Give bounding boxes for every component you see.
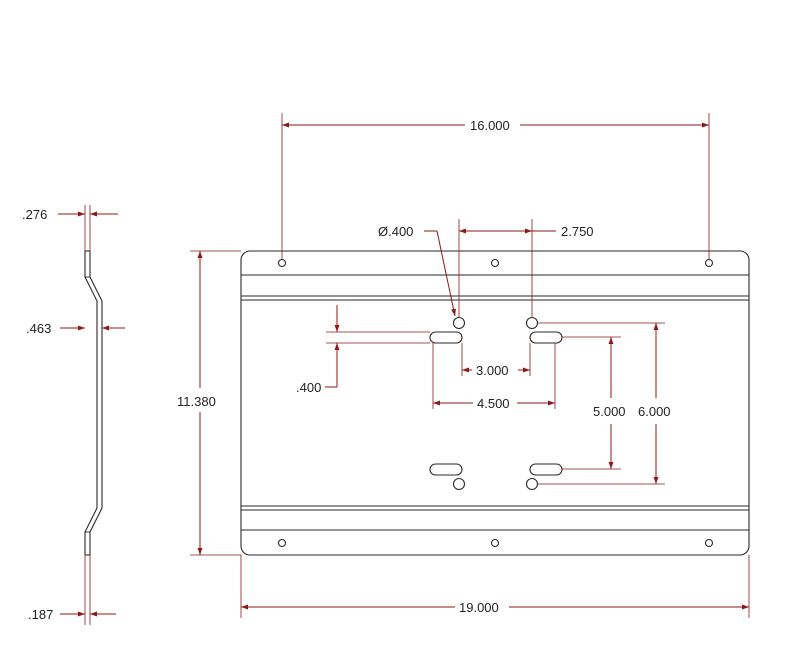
dim-text-5000: 5.000 bbox=[593, 404, 626, 419]
dimension-slot-inner: 3.000 bbox=[461, 343, 531, 378]
dim-text-2750: 2.750 bbox=[561, 224, 594, 239]
dimension-hole-offset: 2.750 bbox=[458, 219, 594, 317]
vesa-hole bbox=[452, 477, 466, 491]
dimension-side-offset: .463 bbox=[26, 321, 125, 336]
dim-text-19: 19.000 bbox=[459, 600, 499, 615]
side-view bbox=[84, 205, 103, 625]
dim-text-3000: 3.000 bbox=[476, 363, 509, 378]
mounting-hole bbox=[704, 258, 714, 268]
dimension-slot-outer: 4.500 bbox=[432, 343, 556, 411]
dim-text-11380: 11.380 bbox=[177, 394, 216, 409]
dimension-vertical-slot: 5.000 bbox=[562, 336, 630, 470]
dimension-vertical-hole: 6.000 bbox=[537, 322, 675, 485]
dimension-overall-height: 11.380 bbox=[177, 250, 241, 556]
dim-text-6000: 6.000 bbox=[638, 404, 671, 419]
slot bbox=[429, 331, 463, 344]
mounting-hole bbox=[277, 258, 287, 268]
dimension-overall-width: 19.000 bbox=[240, 555, 750, 618]
slot bbox=[529, 463, 563, 476]
dim-text-side-top: .276 bbox=[22, 207, 47, 222]
mounting-hole bbox=[490, 258, 500, 268]
dim-text-hole-diameter: Ø.400 bbox=[378, 224, 413, 239]
dimension-side-top-thickness: .276 bbox=[22, 207, 118, 222]
slot bbox=[429, 463, 463, 476]
dim-text-4500: 4.500 bbox=[477, 396, 510, 411]
mounting-hole bbox=[704, 538, 714, 548]
dimension-slot-width: .400 bbox=[296, 305, 430, 395]
dim-text-side-offset: .463 bbox=[26, 321, 51, 336]
front-view bbox=[240, 250, 750, 556]
vesa-hole bbox=[452, 316, 466, 330]
dim-text-side-bottom: .187 bbox=[28, 607, 53, 622]
vesa-hole bbox=[525, 316, 539, 330]
slot bbox=[529, 331, 563, 344]
dim-text-slot-width: .400 bbox=[296, 380, 321, 395]
vesa-hole bbox=[525, 477, 539, 491]
dim-text-16: 16.000 bbox=[470, 118, 510, 133]
dimension-hole-diameter: Ø.400 bbox=[378, 224, 456, 317]
dimension-side-bottom-thickness: .187 bbox=[28, 607, 116, 622]
dimension-top-hole-spacing: 16.000 bbox=[281, 113, 710, 259]
mounting-hole bbox=[277, 538, 287, 548]
mounting-hole bbox=[490, 538, 500, 548]
